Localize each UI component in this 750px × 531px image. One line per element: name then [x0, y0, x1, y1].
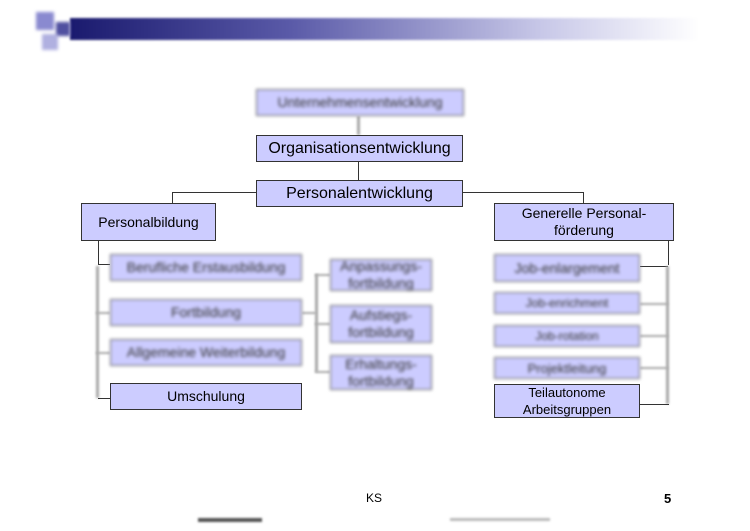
footer-logo: [198, 518, 262, 522]
box-erhaltungsfortbildung: Erhaltungs-fortbildung: [330, 355, 432, 390]
connector: [583, 192, 584, 203]
box-berufliche-erstausbildung: Berufliche Erstausbildung: [110, 254, 302, 281]
box-job-enrichment: Job-enrichment: [494, 292, 640, 314]
box-umschulung: Umschulung: [110, 383, 302, 410]
logo: [36, 12, 86, 52]
footer-text: KS: [366, 491, 383, 505]
connector: [357, 116, 360, 135]
connector: [315, 371, 330, 373]
connector: [98, 264, 110, 265]
connector: [98, 398, 110, 399]
header-banner: [70, 18, 700, 40]
connector: [668, 241, 669, 265]
box-teilautonome-arbeitsgruppen: Teilautonome Arbeitsgruppen: [494, 384, 640, 418]
box-fortbildung: Fortbildung: [110, 299, 302, 326]
box-organisationsentwicklung: Organisationsentwicklung: [256, 135, 463, 162]
connector: [302, 312, 316, 314]
connector: [463, 192, 583, 193]
connector: [172, 192, 173, 203]
connector: [358, 162, 359, 180]
connector: [640, 335, 668, 337]
footer-note: [450, 518, 550, 521]
box-job-rotation: Job-rotation: [494, 325, 640, 347]
box-unternehmensentwicklung: Unternehmensentwicklung: [256, 89, 464, 116]
connector: [96, 352, 110, 354]
box-personalentwicklung: Personalentwicklung: [256, 180, 463, 207]
connector: [315, 274, 330, 276]
connector: [96, 266, 99, 398]
connector: [98, 241, 99, 265]
connector: [315, 323, 330, 325]
box-anpassungsfortbildung: Anpassungs-fortbildung: [330, 258, 432, 291]
box-aufstiegsfortbildung: Aufstiegs-fortbildung: [330, 305, 432, 343]
box-allgemeine-weiterbildung: Allgemeine Weiterbildung: [110, 339, 302, 366]
connector: [640, 266, 668, 267]
box-generelle-personalfoerderung: Generelle Personal-förderung: [494, 203, 674, 241]
box-personalbildung: Personalbildung: [81, 203, 216, 241]
connector: [640, 303, 668, 305]
connector: [172, 192, 256, 193]
connector: [640, 404, 669, 405]
box-projektleitung: Projektleitung: [494, 357, 640, 379]
page-number: 5: [664, 491, 672, 506]
box-job-enlargement: Job-enlargement: [494, 254, 640, 282]
connector: [96, 312, 110, 314]
connector: [640, 367, 668, 369]
